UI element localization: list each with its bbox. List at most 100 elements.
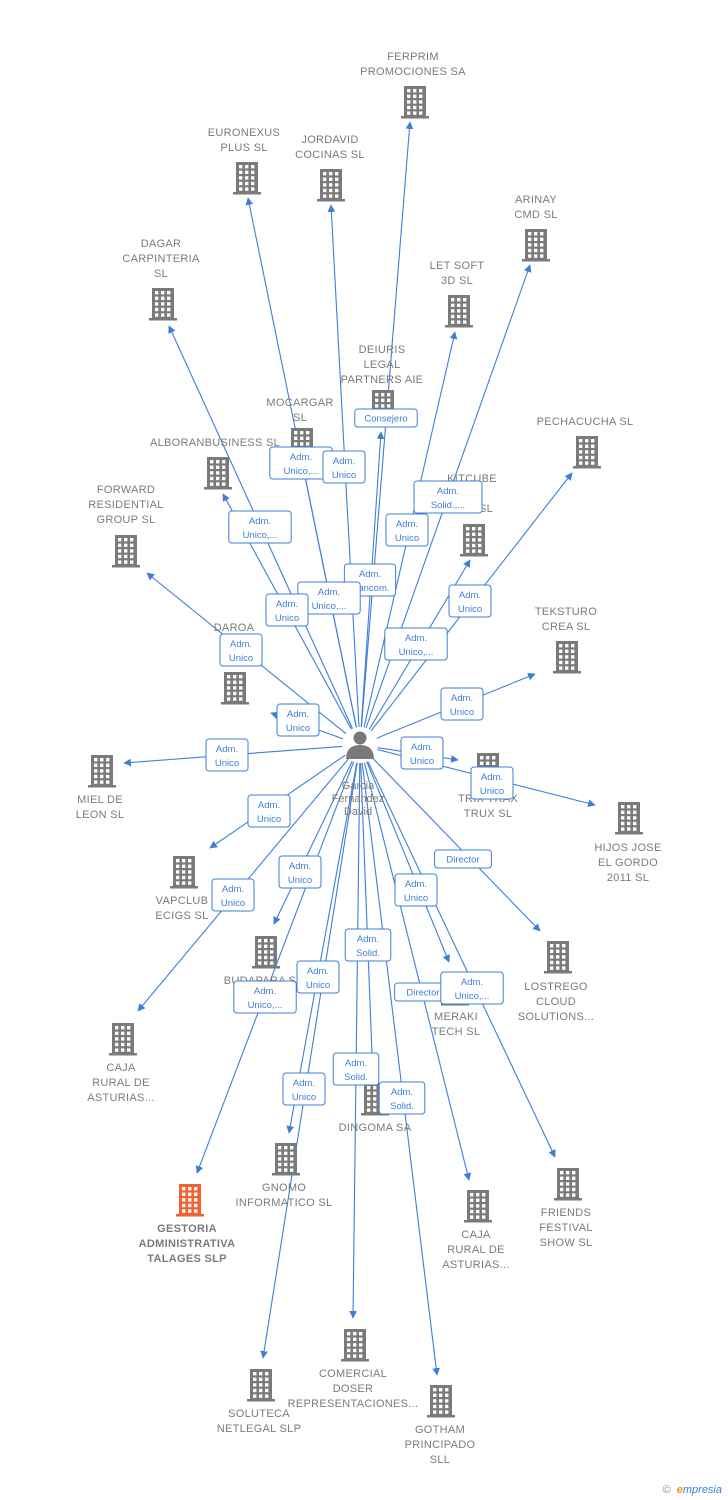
- company-node-alboran[interactable]: ALBORANBUSINESS SL: [150, 437, 280, 490]
- company-node-lostrego[interactable]: LOSTREGOCLOUDSOLUTIONS...: [518, 941, 594, 1023]
- node-label-line: 3D SL: [441, 275, 473, 287]
- badge-text: Adm.: [222, 884, 244, 895]
- badge-text: Director: [406, 988, 439, 999]
- company-node-hijos[interactable]: HIJOS JOSE EL GORDO 2011 SL: [594, 802, 661, 884]
- role-badge: Adm.Unico: [265, 593, 309, 627]
- edge-gnomo: [286, 762, 358, 1134]
- node-label-line: GROUP SL: [96, 514, 155, 526]
- node-label-line: SLL: [430, 1454, 450, 1466]
- node-label-line: MIEL DE: [77, 794, 123, 806]
- node-label-line: FORWARD: [97, 484, 155, 496]
- badge-text: Adm.: [437, 486, 459, 497]
- role-badge: Adm. Solid.,...: [413, 480, 483, 514]
- badge-text: Unico: [288, 875, 312, 886]
- badge-text: Unico: [215, 758, 239, 769]
- role-badge: Adm.Unico: [219, 633, 263, 667]
- badge-text: Unico,...: [312, 601, 347, 612]
- node-label-line: GESTORIA: [157, 1223, 217, 1235]
- badge-text: Adm.: [318, 587, 340, 598]
- node-label-line: EURONEXUS: [208, 127, 280, 139]
- edge-caja2: [363, 762, 472, 1181]
- badge-text: Adm.: [276, 599, 298, 610]
- badge-text: Adm.: [289, 861, 311, 872]
- badge-text: Solid.,...: [431, 500, 465, 511]
- node-label-line: 2011 SL: [607, 872, 649, 884]
- role-badge: Adm.Unico,...: [228, 510, 292, 544]
- building-icon: [88, 755, 116, 788]
- role-badge: Adm.Unico: [400, 736, 444, 770]
- role-badge: Adm.Unico,...: [233, 980, 297, 1014]
- company-node-teksturo[interactable]: TEKSTURO CREA SL: [535, 606, 597, 674]
- badge-text: Unico: [292, 1092, 316, 1103]
- badge-text: Adm.: [359, 569, 381, 580]
- badge-text: Adm.: [290, 452, 312, 463]
- building-icon: [615, 802, 643, 835]
- node-label-line: SOLUTIONS...: [518, 1011, 594, 1023]
- building-icon: [445, 295, 473, 328]
- role-badge: Adm.Unico,...: [384, 627, 448, 661]
- badge-text: Adm.: [258, 800, 280, 811]
- building-icon: [176, 1184, 204, 1217]
- node-label-line: COMERCIAL: [319, 1368, 387, 1380]
- copyright-symbol: ©: [662, 1484, 671, 1496]
- role-badge: Adm.Unico: [448, 584, 492, 618]
- building-icon: [401, 86, 429, 119]
- building-icon: [554, 1168, 582, 1201]
- role-badge: Adm. Unico: [278, 855, 322, 889]
- node-label-line: CREA SL: [542, 621, 591, 633]
- company-node-comercial[interactable]: COMERCIALDOSERREPRESENTACIONES...: [288, 1329, 419, 1410]
- building-icon: [460, 524, 488, 557]
- node-label-line: COCINAS SL: [295, 149, 365, 161]
- badge-text: Adm.: [249, 516, 271, 527]
- node-label-line: EL GORDO: [598, 857, 658, 869]
- person-icon: [346, 731, 374, 759]
- badge-text: Unico: [221, 898, 245, 909]
- role-badge: Adm.Unico: [276, 703, 320, 737]
- badge-text: Adm.: [307, 966, 329, 977]
- company-node-budapara[interactable]: BUDAPARA S: [224, 936, 297, 987]
- role-badge: Adm.Solid.: [378, 1081, 426, 1115]
- node-label-line: ASTURIAS...: [442, 1259, 509, 1271]
- building-icon: [247, 1369, 275, 1402]
- node-label-line: NETLEGAL SLP: [217, 1423, 302, 1435]
- badge-text: Unico: [480, 786, 504, 797]
- building-icon: [252, 936, 280, 969]
- node-label-line: SOLUTECA: [228, 1408, 290, 1420]
- brand-watermark: ©empresia: [663, 1484, 722, 1496]
- node-label-line: ARINAY: [515, 194, 557, 206]
- badge-text: Unico,...: [284, 466, 319, 477]
- role-badge: Adm.Unico: [322, 450, 366, 484]
- badge-text: Unico: [332, 470, 356, 481]
- badge-text: Mancom.: [350, 583, 389, 594]
- building-icon: [221, 672, 249, 705]
- role-badge: Adm.Unico: [282, 1072, 326, 1106]
- node-label-line: REPRESENTACIONES...: [288, 1398, 419, 1410]
- company-node-pechacucha[interactable]: PECHACUCHA SL: [537, 416, 634, 469]
- badge-text: Unico: [450, 707, 474, 718]
- node-label-line: TECH SL: [432, 1026, 481, 1038]
- node-label-line: DEIURIS: [359, 344, 406, 356]
- node-label-line: TEKSTURO: [535, 606, 597, 618]
- company-node-soluteca[interactable]: SOLUTECA NETLEGAL SLP: [217, 1369, 302, 1435]
- edge-soluteca: [260, 762, 358, 1359]
- role-badges: ConsejeroAdm.Unico,...Adm.UnicoAdm.Solid…: [205, 408, 514, 1115]
- node-label-line: HIJOS JOSE: [594, 842, 661, 854]
- edge-comercial: [349, 762, 361, 1319]
